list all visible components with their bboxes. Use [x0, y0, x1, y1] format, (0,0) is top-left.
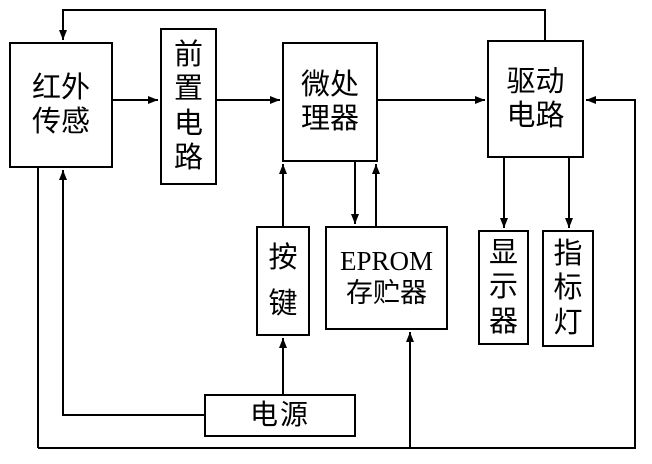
- block-microprocessor-text: 理器: [300, 103, 359, 135]
- block-indicator-lamp-text: 灯: [553, 306, 583, 339]
- block-preamp-circuit: 前 置 电 路: [160, 28, 217, 185]
- block-eprom-memory-text: 存贮器: [346, 278, 427, 308]
- block-drive-circuit-text: 驱动: [506, 65, 565, 98]
- block-drive-circuit-text: 电路: [506, 100, 565, 132]
- block-keys: 按 键: [256, 226, 310, 336]
- block-display-text: 显: [488, 237, 518, 270]
- block-display-text: 器: [488, 305, 518, 338]
- block-power-supply: 电源: [204, 394, 356, 437]
- connector-top-loop-drive-to-sensor: [59, 9, 546, 40]
- block-infrared-sensor-text: 红外: [31, 71, 90, 104]
- block-preamp-circuit-text: 前: [173, 39, 203, 72]
- block-indicator-lamp-text: 标: [553, 272, 583, 305]
- block-display: 显 示 器: [478, 230, 529, 345]
- connector-bottom-line-power-to-drive-right: [38, 96, 636, 449]
- block-infrared-sensor: 红外 传感: [9, 42, 113, 168]
- block-drive-circuit: 驱动 电路: [487, 40, 584, 158]
- block-microprocessor: 微处 理器: [282, 42, 378, 162]
- connector-power-to-sensor: [59, 170, 204, 416]
- block-keys-text: 键: [268, 288, 298, 321]
- block-power-supply-text: 电源: [249, 399, 310, 431]
- block-infrared-sensor-text: 传感: [31, 106, 90, 138]
- block-indicator-lamp-text: 指: [553, 238, 583, 271]
- block-microprocessor-text: 微处: [300, 68, 359, 101]
- block-display-text: 示: [488, 271, 518, 304]
- block-indicator-lamp: 指 标 灯: [542, 230, 594, 347]
- block-preamp-circuit-text: 置: [173, 73, 203, 106]
- block-preamp-circuit-text: 电: [173, 107, 203, 140]
- block-preamp-circuit-text: 路: [173, 141, 203, 174]
- block-keys-text: 按: [268, 241, 298, 274]
- block-eprom-memory-text: EPROM: [339, 246, 434, 277]
- block-eprom-memory: EPROM 存贮器: [325, 226, 448, 330]
